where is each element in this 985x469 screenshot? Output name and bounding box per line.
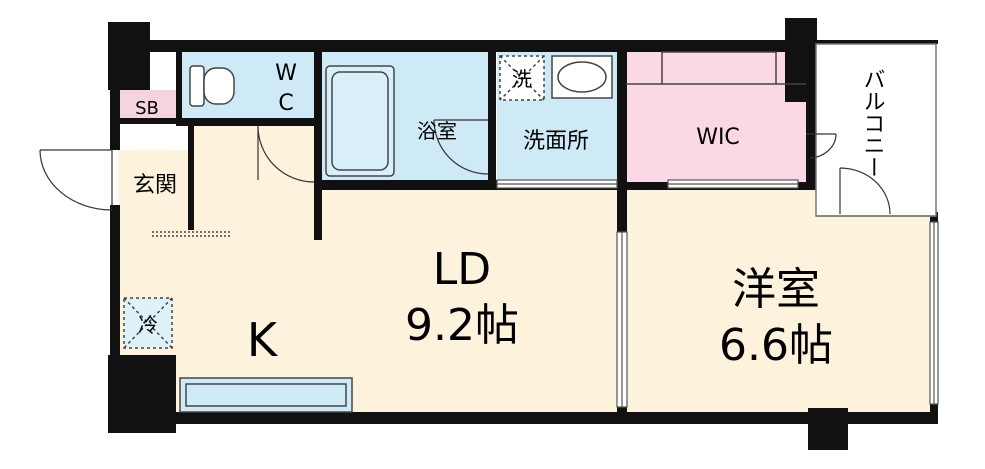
genkan-floor	[118, 150, 193, 230]
wic-door	[806, 133, 837, 159]
bath-label: 浴室	[417, 119, 457, 143]
wall-bath-wash	[488, 46, 496, 182]
kitchen-counter-inner	[185, 383, 347, 407]
wall-balcony-top	[810, 40, 938, 44]
wall-wc-bottom	[176, 118, 316, 126]
western-floor	[626, 188, 932, 420]
sb-floor	[118, 90, 176, 122]
western-size: 6.6帖	[719, 320, 833, 371]
wall-sb-bottom	[116, 118, 182, 124]
fridge-space	[123, 297, 173, 349]
corner-block-bottom-right	[808, 408, 848, 450]
corner-block-top-right	[785, 18, 817, 102]
wall-wc-left	[176, 46, 182, 126]
left-wall-top	[110, 40, 120, 150]
hall-floor	[190, 122, 320, 230]
toilet-bowl	[203, 67, 235, 105]
windows	[496, 179, 939, 408]
wic-label: WIC	[696, 125, 740, 150]
balcony-door	[839, 167, 891, 215]
sink-counter	[551, 55, 613, 99]
bottom-wall	[110, 412, 933, 424]
balcony-outline	[815, 43, 937, 217]
wall-ld-top	[316, 180, 626, 190]
doors	[39, 119, 891, 215]
wm-label: 洗	[512, 67, 532, 91]
bathtub	[325, 65, 395, 177]
wall-wash-wic	[617, 46, 627, 186]
balcony	[815, 43, 937, 217]
right-wall-upper	[806, 100, 816, 190]
wall-genkan-step	[188, 122, 194, 230]
western-label: 洋室	[732, 264, 820, 315]
wc-door	[257, 125, 315, 183]
ld-size: 9.2帖	[405, 300, 519, 351]
left-wall-lower	[110, 205, 120, 430]
bathtub-inner	[331, 71, 389, 171]
wc-label-c: C	[278, 91, 293, 116]
wic-floor	[626, 52, 810, 186]
kitchen-label: K	[247, 313, 279, 367]
kitchen-counter	[179, 377, 353, 413]
washroom-label: 洗面所	[523, 129, 589, 154]
toilet-tank	[189, 65, 205, 107]
wall-hall-right	[314, 46, 322, 240]
room-labels: W C SB 玄関 浴室 洗 洗面所 WIC バルコニー LD 9.2帖 K 冷…	[133, 61, 885, 371]
fixtures	[123, 51, 806, 413]
entrance-door	[39, 149, 113, 211]
bath-door	[433, 119, 489, 175]
genkan-label: 玄関	[133, 173, 177, 198]
fridge-label: 冷	[138, 313, 158, 337]
sink-basin	[557, 61, 607, 93]
balcony-label: バルコニー	[860, 68, 885, 178]
wc-label-w: W	[275, 61, 297, 86]
sb-label: SB	[135, 98, 159, 119]
top-wall	[110, 40, 816, 52]
wic-shelf	[661, 51, 777, 85]
ld-label: LD	[433, 244, 491, 295]
